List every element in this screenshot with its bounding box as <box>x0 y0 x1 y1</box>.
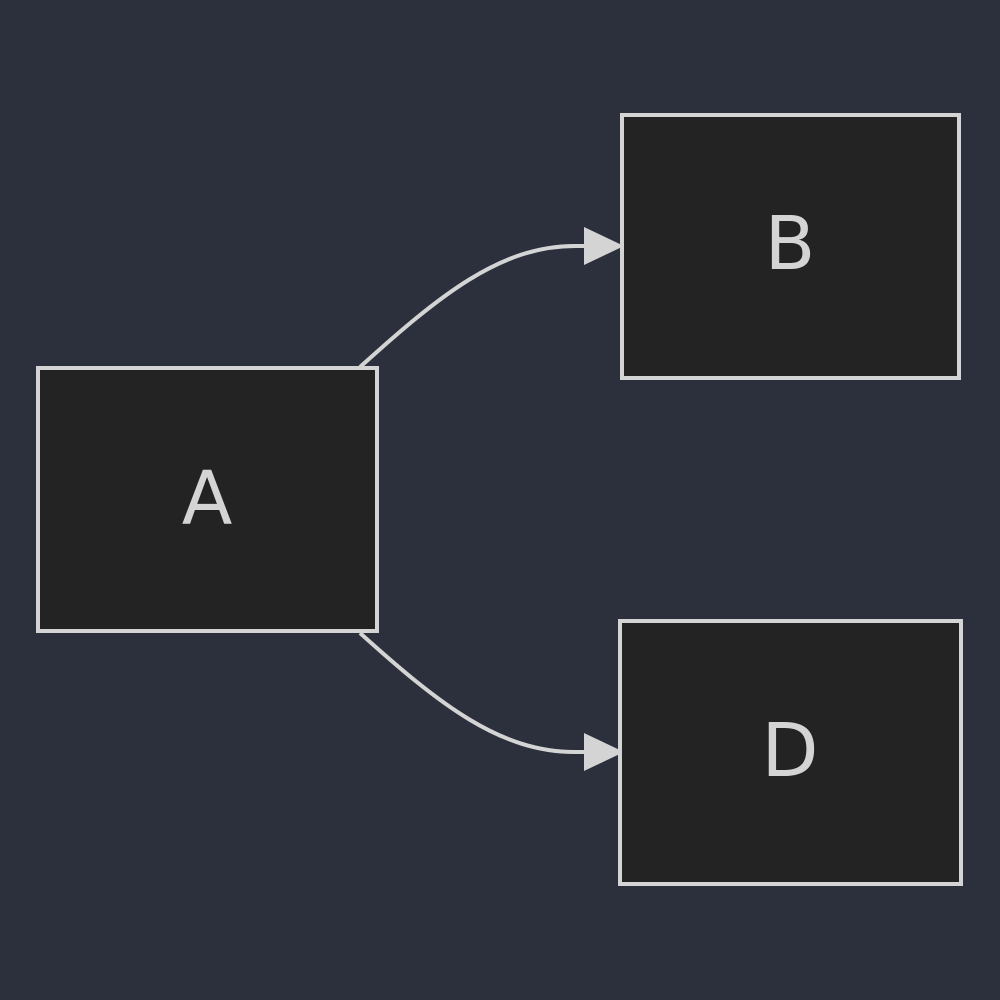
node-a-box <box>36 366 379 633</box>
node-a[interactable]: A <box>36 366 379 633</box>
node-b-label: B <box>765 201 816 287</box>
node-b[interactable]: B <box>620 113 961 380</box>
node-b-box <box>620 113 961 380</box>
node-a-label: A <box>182 456 233 542</box>
node-d-label: D <box>762 708 819 794</box>
node-d[interactable]: D <box>618 619 963 886</box>
edge-a-to-d <box>358 631 624 771</box>
node-d-box <box>618 619 963 886</box>
edge-a-to-b <box>358 227 624 369</box>
